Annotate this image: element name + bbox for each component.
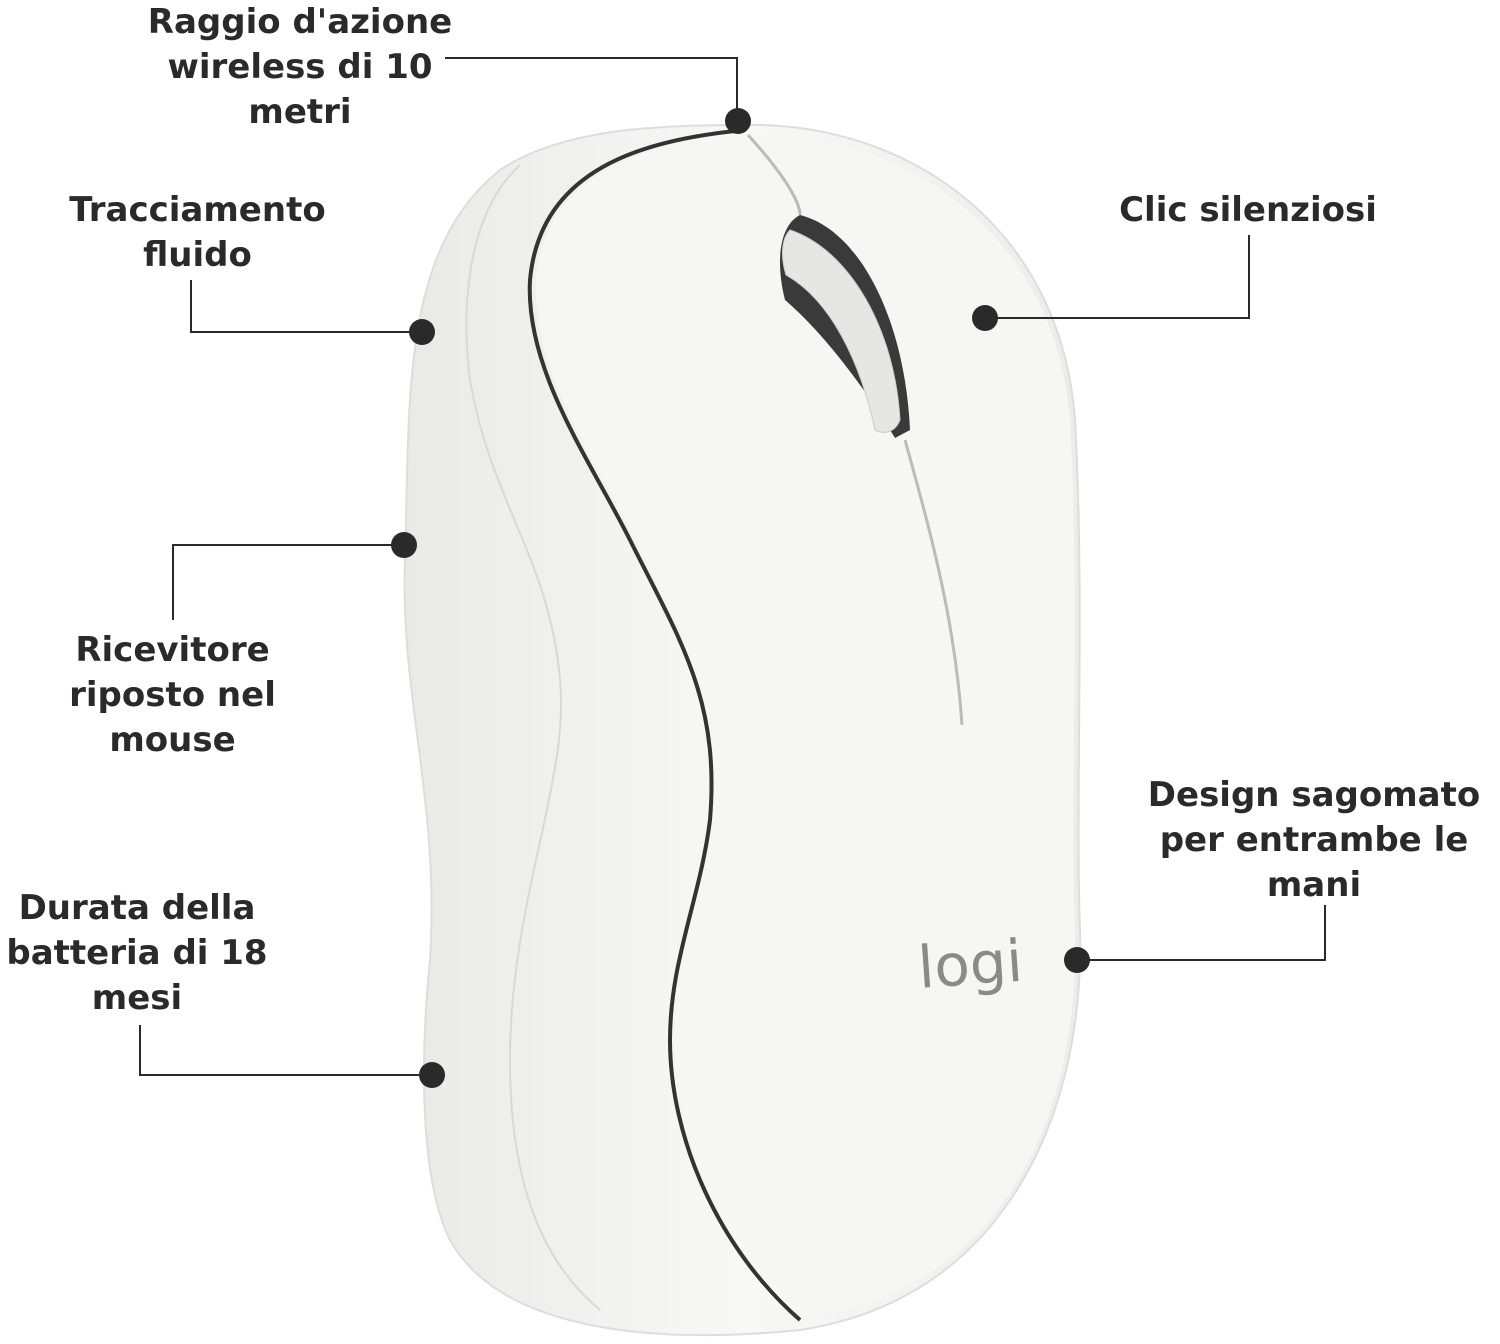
button-split-line (746, 133, 964, 726)
left-button-seam (527, 128, 802, 1322)
callout-range: Raggio d'azione wireless di 10 metri (147, 2, 453, 132)
callout-battery: Durata della batteria di 18 mesi (6, 888, 268, 1018)
callout-lines (139, 57, 1326, 1076)
side-groove (465, 164, 601, 1311)
callout-receiver: Ricevitore riposto nel mouse (69, 630, 276, 760)
callout-tracking: Tracciamento fluido (69, 190, 326, 275)
callout-design: Design sagomato per entrambe le mani (1147, 775, 1481, 905)
scroll-wheel (780, 215, 910, 438)
logo: logi (916, 927, 1025, 1002)
callout-clicks: Clic silenziosi (1119, 190, 1377, 230)
top-shell (535, 133, 1076, 1318)
callout-dots (391, 108, 1090, 1088)
